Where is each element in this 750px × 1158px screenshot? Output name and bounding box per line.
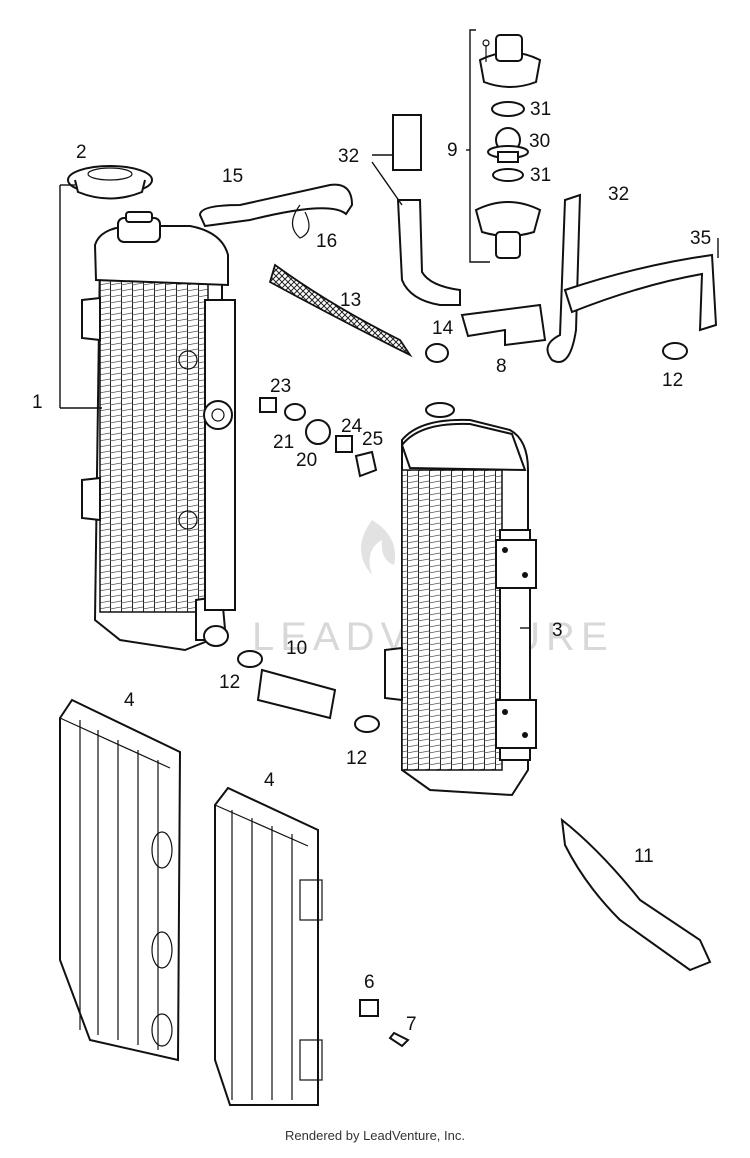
callout-8: 8	[496, 356, 507, 377]
callout-1: 1	[32, 392, 43, 413]
callout-2: 2	[76, 142, 87, 163]
callout-30: 30	[529, 131, 550, 152]
grommet-20[interactable]	[305, 419, 331, 445]
o-ring-lower[interactable]	[492, 168, 524, 182]
callout-12a: 12	[219, 672, 240, 693]
callout-11: 11	[634, 846, 654, 867]
callout-35: 35	[690, 228, 711, 249]
thermostat-housing-bottom[interactable]	[474, 201, 542, 259]
callout-24: 24	[341, 416, 363, 437]
screw-7[interactable]	[388, 1031, 410, 1048]
leader-lines	[59, 149, 719, 629]
callout-21: 21	[273, 432, 294, 453]
watermark-logo	[361, 520, 396, 575]
hose-clamp-lower-left[interactable]	[237, 650, 263, 668]
thermostat-housing-top[interactable]	[478, 34, 542, 88]
overflow-hose[interactable]	[268, 263, 413, 358]
t-connector[interactable]	[460, 303, 547, 347]
callout-31a: 31	[530, 99, 551, 120]
bushing-24[interactable]	[335, 435, 353, 453]
callout-7: 7	[406, 1014, 417, 1035]
radiator-left[interactable]	[81, 211, 236, 652]
callout-20: 20	[296, 450, 317, 471]
washer-21[interactable]	[284, 403, 306, 421]
hose-10[interactable]	[256, 668, 337, 720]
callout-3: 3	[552, 620, 563, 641]
callout-15: 15	[222, 166, 243, 187]
callout-13: 13	[340, 290, 361, 311]
hose-32-right[interactable]	[546, 193, 582, 363]
callout-6: 6	[364, 972, 375, 993]
hose-clamp-14[interactable]	[425, 343, 449, 363]
thermostat[interactable]	[487, 127, 529, 163]
radiator-guard-right[interactable]	[214, 786, 323, 1106]
callout-4a: 4	[124, 690, 135, 711]
parts-diagram: LEADVENTURE	[32, 29, 719, 1106]
hose-clamp-lower-right[interactable]	[354, 715, 380, 733]
callout-4b: 4	[264, 770, 275, 791]
hose-clamp-right[interactable]	[662, 342, 688, 360]
clip-25[interactable]	[354, 450, 378, 478]
hose-32-left[interactable]	[396, 199, 461, 306]
callout-14: 14	[432, 318, 454, 339]
radiator-right[interactable]	[384, 402, 537, 797]
hose-clip-16[interactable]	[291, 204, 310, 239]
callout-23: 23	[270, 376, 291, 397]
speed-nut-6[interactable]	[359, 999, 379, 1017]
callout-10: 10	[286, 638, 307, 659]
radiator-cap[interactable]	[67, 165, 153, 200]
bolt-23[interactable]	[259, 397, 277, 413]
callout-32b: 32	[608, 184, 629, 205]
callout-25: 25	[362, 429, 383, 450]
callout-31b: 31	[530, 165, 551, 186]
hose-11[interactable]	[560, 817, 712, 972]
callout-12b: 12	[346, 748, 367, 769]
callout-9: 9	[447, 140, 458, 161]
hose-15[interactable]	[198, 183, 354, 228]
radiator-guard-left[interactable]	[59, 698, 182, 1062]
hose-35[interactable]	[563, 253, 718, 332]
footer-credit: Rendered by LeadVenture, Inc.	[285, 1128, 465, 1143]
hose-32-upper[interactable]	[392, 114, 422, 171]
callout-12c: 12	[662, 370, 683, 391]
callout-32a: 32	[338, 146, 359, 167]
callout-16: 16	[316, 231, 337, 252]
thermostat-bracket	[469, 29, 490, 263]
o-ring-upper[interactable]	[491, 101, 525, 117]
